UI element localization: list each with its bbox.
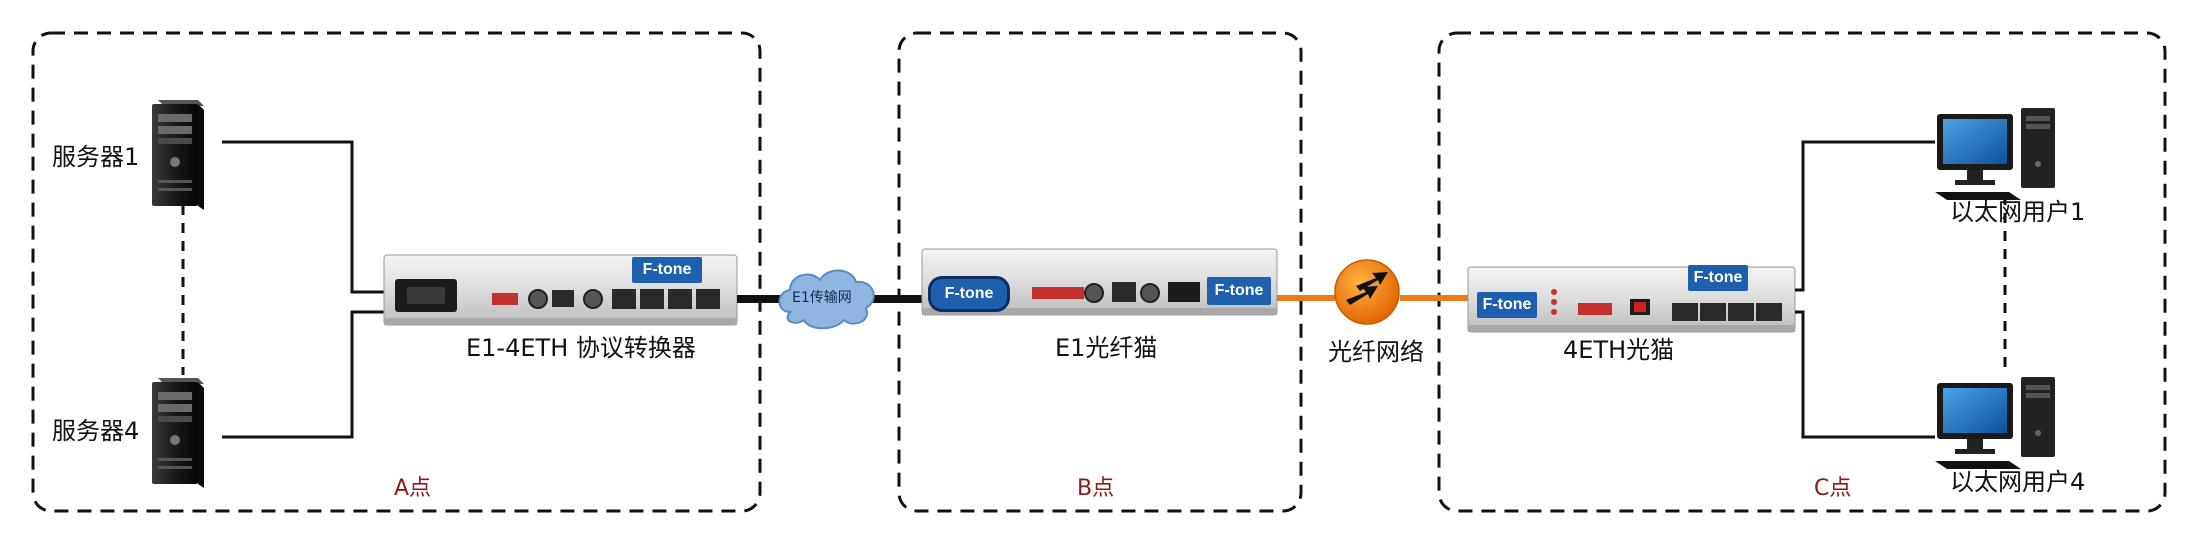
e1-modem-brand-left: F-tone [928, 276, 1010, 312]
zone-c-wiring [1795, 140, 1935, 439]
zone-a-border [31, 31, 762, 513]
converter-brand-badge: F-tone [632, 257, 702, 283]
server-icon [152, 378, 204, 488]
desktop-pc-icon [1935, 377, 2055, 469]
server-1-label: 服务器1 [52, 143, 140, 171]
fiber-network-label: 光纤网络 [1328, 338, 1424, 366]
user-4-label: 以太网用户4 [1950, 468, 2086, 496]
eth-modem-brand-right: F-tone [1688, 265, 1748, 291]
e1-modem-device [921, 248, 1278, 316]
zone-c-border [1437, 31, 2167, 513]
server-icon [152, 100, 204, 210]
user-1-label: 以太网用户1 [1950, 198, 2086, 226]
eth-modem-brand-left: F-tone [1477, 292, 1537, 318]
eth-modem-label: 4ETH光猫 [1563, 336, 1675, 364]
zone-b-label: B点 [1077, 476, 1115, 501]
e1-modem-brand-right: F-tone [1207, 277, 1271, 305]
zone-a-label: A点 [394, 476, 432, 501]
zone-a-wiring [222, 140, 384, 439]
cloud-icon [778, 269, 875, 330]
e1-modem-label: E1光纤猫 [1055, 334, 1158, 362]
converter-device [383, 254, 738, 326]
zone-c-label: C点 [1814, 476, 1852, 501]
converter-label: E1-4ETH 协议转换器 [466, 334, 696, 362]
e1-cloud-label: E1传输网 [792, 290, 852, 306]
desktop-pc-icon [1935, 108, 2055, 200]
server-4-label: 服务器4 [52, 417, 140, 445]
fiber-network-icon [1334, 259, 1400, 325]
zone-b-border [897, 31, 1303, 513]
